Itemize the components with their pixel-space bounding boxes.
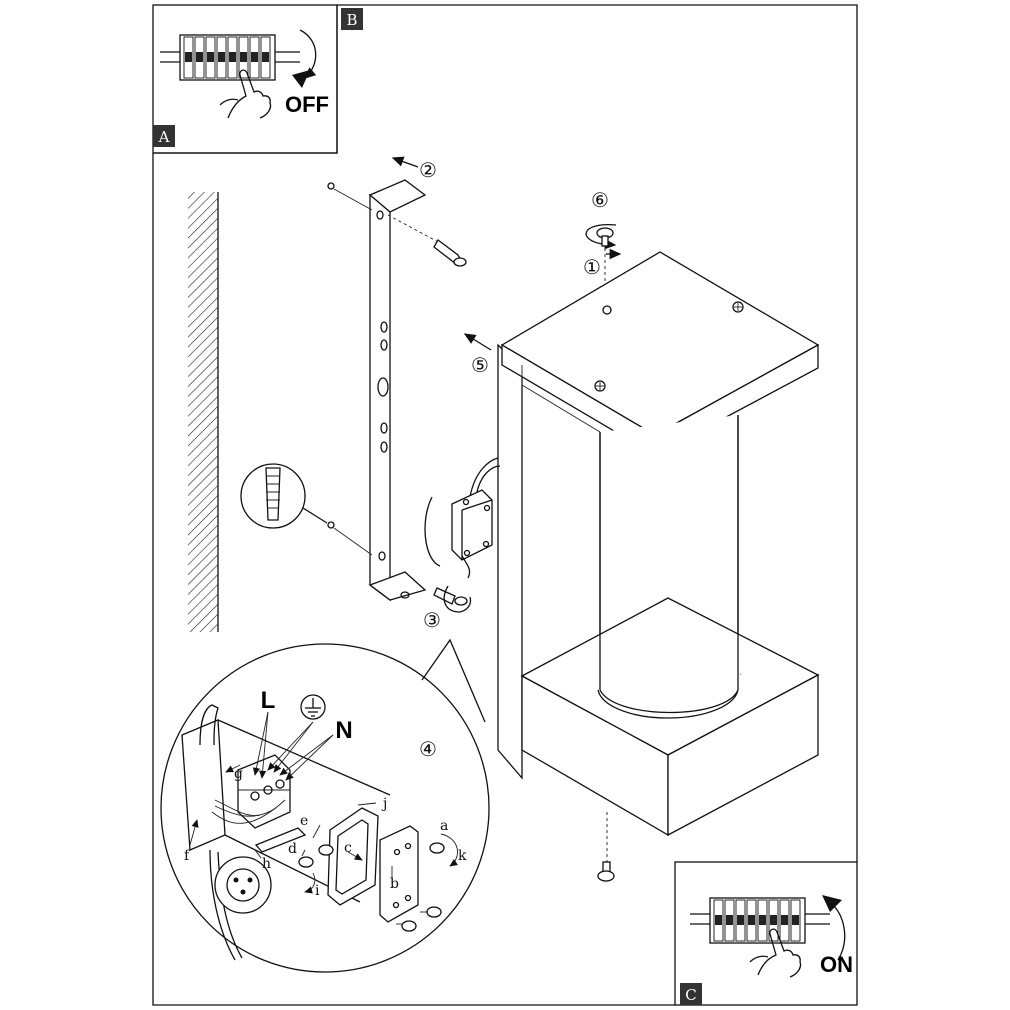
breaker-toggle xyxy=(726,915,733,925)
step-1: ① xyxy=(583,255,601,279)
part-j: j xyxy=(381,796,387,812)
panel-c-tag-box xyxy=(680,983,702,1005)
step-6: ⑥ xyxy=(591,188,609,212)
step-4: ④ xyxy=(419,737,437,761)
part-g: g xyxy=(234,766,243,782)
step-5: ⑤ xyxy=(463,333,492,377)
part-k: k xyxy=(458,848,467,864)
circuit-breaker-icon xyxy=(160,34,300,81)
screw-icon xyxy=(298,842,445,932)
svg-text:⑥: ⑥ xyxy=(591,188,609,212)
panel-a-tag-box xyxy=(153,125,175,147)
part-a: a xyxy=(440,818,448,834)
top-screw-icon xyxy=(585,224,622,305)
off-label: OFF xyxy=(285,92,329,117)
wall-plug-icon xyxy=(327,182,373,556)
wall-light-fixture xyxy=(497,251,820,882)
breaker-toggle xyxy=(251,52,258,62)
breaker-toggle xyxy=(759,915,766,925)
svg-text:⑤: ⑤ xyxy=(471,353,489,377)
circuit-breaker-icon xyxy=(690,897,830,944)
breaker-toggle xyxy=(715,915,722,925)
breaker-toggle xyxy=(792,915,799,925)
breaker-toggle xyxy=(207,52,214,62)
hand-icon xyxy=(219,69,272,119)
mounting-bracket xyxy=(368,179,427,602)
panel-a-tag: A xyxy=(158,128,170,146)
neutral-label: N xyxy=(335,717,352,744)
wall-plug-detail xyxy=(240,463,328,529)
breaker-toggle xyxy=(781,915,788,925)
part-b: b xyxy=(390,876,399,892)
part-i: i xyxy=(315,883,320,899)
part-d: d xyxy=(288,841,297,857)
breaker-toggle xyxy=(196,52,203,62)
svg-text:②: ② xyxy=(419,158,437,182)
breaker-toggle xyxy=(737,915,744,925)
part-f: f xyxy=(184,848,191,864)
junction-box xyxy=(424,457,501,579)
panel-c-tag: C xyxy=(685,986,696,1004)
step-2: ② xyxy=(391,156,437,182)
svg-text:①: ① xyxy=(583,255,601,279)
breaker-toggle xyxy=(262,52,269,62)
breaker-toggle xyxy=(770,915,777,925)
part-c: c xyxy=(344,840,352,856)
panel-b: B xyxy=(341,8,363,30)
breaker-toggle xyxy=(218,52,225,62)
live-label: L xyxy=(261,687,276,714)
breaker-toggle xyxy=(240,52,247,62)
breaker-toggle xyxy=(229,52,236,62)
part-h: h xyxy=(262,856,271,872)
panel-c: C ON xyxy=(674,861,858,1006)
breaker-toggle xyxy=(185,52,192,62)
step-3: ③ xyxy=(423,585,472,632)
ground-symbol-icon xyxy=(300,694,326,720)
svg-text:③: ③ xyxy=(423,608,441,632)
panel-b-tag: B xyxy=(346,11,357,29)
wiring-detail: L N ④ a b c d e f g h i j k xyxy=(160,638,490,973)
part-e: e xyxy=(300,813,308,829)
panel-b-tag-box xyxy=(341,8,363,30)
wall xyxy=(188,192,218,632)
hand-icon xyxy=(749,928,802,978)
panel-a: A OFF xyxy=(152,4,338,154)
on-label: ON xyxy=(820,952,853,977)
breaker-toggle xyxy=(748,915,755,925)
